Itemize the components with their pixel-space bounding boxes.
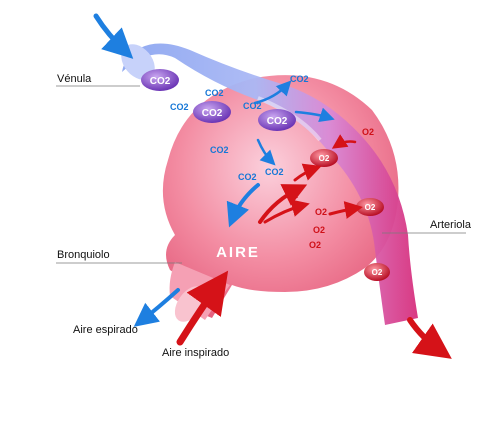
blue-arrows — [93, 13, 335, 327]
co2-cell: CO2 — [141, 69, 179, 91]
svg-text:O2: O2 — [319, 154, 330, 163]
svg-text:CO2: CO2 — [202, 108, 223, 119]
o2-label: O2 — [309, 240, 321, 250]
co2-cell: CO2 — [193, 101, 231, 123]
label-aire-espirado: Aire espirado — [73, 324, 138, 336]
label-venula: Vénula — [57, 73, 92, 85]
o2-cell: O2 — [356, 198, 384, 216]
leader-lines — [56, 85, 466, 264]
red-arrows — [176, 134, 452, 359]
o2-label: O2 — [313, 225, 325, 235]
co2-cell: CO2 — [258, 109, 296, 131]
co2-label: CO2 — [265, 167, 284, 177]
co2-label: CO2 — [210, 145, 229, 155]
label-bronquiolo: Bronquiolo — [57, 249, 110, 261]
label-arteriola: Arteriola — [430, 219, 471, 231]
o2-cell: O2 — [310, 149, 338, 167]
label-aire-inspirado: Aire inspirado — [162, 347, 230, 359]
co2-label: CO2 — [170, 102, 189, 112]
co2-label: CO2 — [290, 74, 309, 84]
o2-label: O2 — [362, 127, 374, 137]
co2-label: CO2 — [243, 101, 262, 111]
svg-text:O2: O2 — [372, 268, 383, 277]
aire-label: AIRE — [216, 244, 260, 261]
svg-text:O2: O2 — [365, 203, 376, 212]
o2-label: O2 — [315, 207, 327, 217]
o2-cell: O2 — [364, 263, 390, 281]
svg-text:CO2: CO2 — [267, 116, 288, 127]
co2-label: CO2 — [238, 172, 257, 182]
svg-text:CO2: CO2 — [150, 76, 171, 87]
co2-label: CO2 — [205, 88, 224, 98]
